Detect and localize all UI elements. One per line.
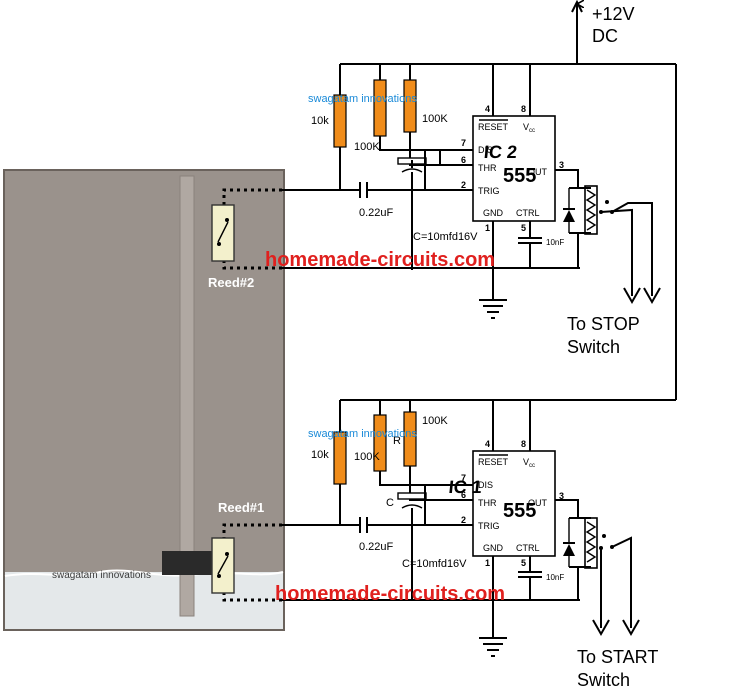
ctrl-cap-label: 10nF <box>546 238 564 247</box>
flyback-diode <box>563 210 575 222</box>
ic-part-lower: 555 <box>503 500 536 522</box>
r1-label-lower: 10k <box>311 449 329 461</box>
pin-num-1-lower: 1 <box>485 558 490 568</box>
ic-part: 555 <box>503 165 536 187</box>
pin-num-5-lower: 5 <box>521 558 526 568</box>
pin-num-8: 8 <box>521 104 526 114</box>
water-surface <box>4 569 284 577</box>
pin-num-6-lower: 6 <box>461 490 466 500</box>
float-rod <box>179 175 195 617</box>
resistor-10k <box>333 94 347 148</box>
pin-num-4: 4 <box>485 104 490 114</box>
ic-name-lower: IC 1 <box>448 477 483 497</box>
pin-vcc: Vcc <box>523 122 535 134</box>
pin-reset: RESET <box>478 122 509 132</box>
timing-capacitor-lower <box>397 492 427 500</box>
float-magnet <box>162 551 214 575</box>
pin-num-4-lower: 4 <box>485 439 490 449</box>
start-label-line1: To START <box>577 647 658 667</box>
pin-num-1: 1 <box>485 223 490 233</box>
pin-dis-lower: DIS <box>478 480 493 490</box>
c-symbol-lower: C <box>386 497 394 509</box>
pin-ctrl-lower: CTRL <box>516 543 540 553</box>
supply-label-voltage: +12V <box>592 4 635 24</box>
water-tank: swagatam innovations <box>3 169 285 631</box>
pin-num-7: 7 <box>461 138 466 148</box>
pin-num-3: 3 <box>559 160 564 170</box>
pin-dis: DIS <box>478 145 493 155</box>
pin-num-8-lower: 8 <box>521 439 526 449</box>
r-symbol-lower: R <box>393 435 401 447</box>
lower-circuit: 10k 100K 100K R C swagatam innovations C… <box>211 400 658 690</box>
timing-cap-label-lower: C=10mfd16V <box>402 558 467 570</box>
tank-water <box>5 572 283 629</box>
flyback-diode-lower <box>563 544 575 556</box>
pin-trig-lower: TRIG <box>478 521 500 531</box>
pin-out: OUT <box>528 167 548 177</box>
start-label-line2: Switch <box>577 670 630 690</box>
watermark-upper: swagatam innovations <box>308 93 417 105</box>
trig-cap-label: 0.22uF <box>359 207 394 219</box>
stop-label-line1: To STOP <box>567 314 640 334</box>
pin-num-7-lower: 7 <box>461 473 466 483</box>
r1-label: 10k <box>311 115 329 127</box>
pin-num-2-lower: 2 <box>461 515 466 525</box>
pin-num-5: 5 <box>521 223 526 233</box>
pin-thr: THR <box>478 163 497 173</box>
pin-ctrl: CTRL <box>516 208 540 218</box>
ctrl-cap-label-lower: 10nF <box>546 573 564 582</box>
supply-rail: +12V DC <box>340 0 677 401</box>
pin-num-2: 2 <box>461 180 466 190</box>
trig-cap-label-lower: 0.22uF <box>359 541 394 553</box>
ic-name: IC 2 <box>483 142 518 162</box>
tank-watermark: swagatam innovations <box>52 570 151 581</box>
pin-thr-lower: THR <box>478 498 497 508</box>
reed1-label: Reed#1 <box>218 500 264 515</box>
pin-trig: TRIG <box>478 186 500 196</box>
resistor-100k-b <box>403 79 417 133</box>
pin-gnd: GND <box>483 208 504 218</box>
supply-label-dc: DC <box>592 26 618 46</box>
r2-label: 100K <box>354 141 380 153</box>
timing-cap-label: C=10mfd16V <box>413 231 478 243</box>
ic1-555 <box>472 450 556 557</box>
tank-body <box>3 169 285 631</box>
pin-gnd-lower: GND <box>483 543 504 553</box>
pin-num-3-lower: 3 <box>559 491 564 501</box>
pin-reset-lower: RESET <box>478 457 509 467</box>
ic2-555 <box>472 115 556 222</box>
resistor-10k-lower <box>333 431 347 485</box>
pin-out-lower: OUT <box>528 498 548 508</box>
r3-label: 100K <box>422 113 448 125</box>
reed2-label: Reed#2 <box>208 275 254 290</box>
upper-circuit: 10k 100K 100K swagatam innovations C=10m… <box>208 64 661 357</box>
resistor-100k-a <box>373 79 387 137</box>
r2-label-lower: 100K <box>354 451 380 463</box>
pin-vcc-lower: Vcc <box>523 457 535 469</box>
pin-num-6: 6 <box>461 155 466 165</box>
stop-label-line2: Switch <box>567 337 620 357</box>
r3-label-lower: 100K <box>422 415 448 427</box>
relay-coil-lower <box>584 517 598 569</box>
watermark-red-upper: homemade-circuits.com <box>265 249 495 271</box>
watermark-red-lower: homemade-circuits.com <box>275 583 505 605</box>
watermark-lower: swagatam innovations <box>308 428 417 440</box>
